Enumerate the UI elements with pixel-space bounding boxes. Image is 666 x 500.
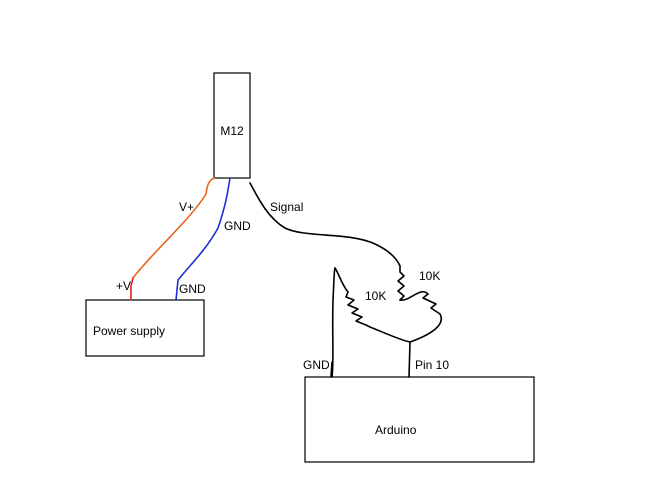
m12-sensor-box (213, 72, 251, 179)
upper-resistor (397, 265, 405, 301)
sensor-vplus-label: V+ (179, 200, 194, 214)
arduino-label: Arduino (375, 423, 417, 437)
pin10-lead (408, 341, 411, 378)
arduino-box (304, 376, 535, 463)
power-supply-label: Power supply (93, 324, 165, 338)
signal-label: Signal (270, 200, 303, 214)
upper-resistor-label: 10K (419, 269, 440, 283)
lower-resistor (345, 291, 371, 328)
arduino-pin-label: Pin 10 (415, 358, 449, 372)
vplus-wire (132, 177, 215, 279)
upper-resistor-lead (399, 291, 443, 343)
gnd-loop-wire (331, 267, 336, 378)
supply-vplus-label: +V (116, 279, 131, 293)
lower-resistor-lead (369, 326, 411, 343)
m12-label: M12 (220, 124, 244, 138)
arduino-gnd-lead (330, 361, 333, 378)
supply-gnd-label: GND (179, 282, 206, 296)
signal-wire (249, 182, 401, 267)
lower-resistor-label: 10K (365, 289, 386, 303)
arduino-gnd-label: GND (303, 358, 330, 372)
gnd-wire (175, 177, 231, 301)
power-supply-box (85, 299, 205, 357)
sensor-gnd-label: GND (224, 219, 251, 233)
supply-vplus-lead (130, 277, 134, 301)
gnd-loop-to-resistor (334, 267, 349, 293)
